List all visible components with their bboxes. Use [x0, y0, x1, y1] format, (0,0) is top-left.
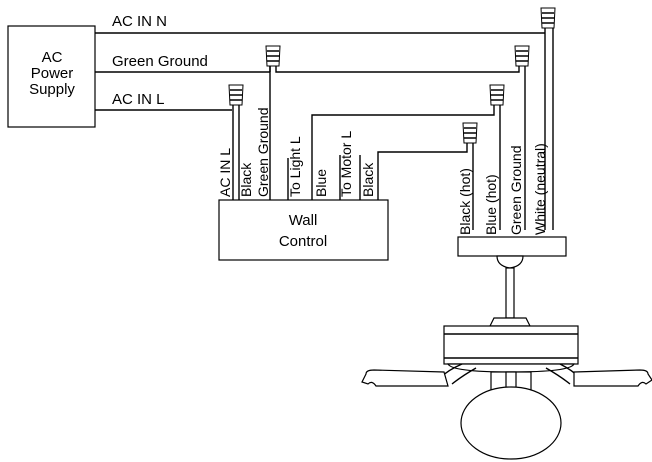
ground-bridge-wire: [269, 66, 520, 73]
ceiling-fan: [361, 236, 652, 460]
fan-canopy-dome: [496, 255, 524, 269]
ac-in-l-mains-label: AC IN L: [112, 91, 165, 108]
wire-nut-light: [489, 84, 505, 106]
light-wire: [311, 105, 501, 230]
wall-wire-label-black-2: Black: [360, 162, 376, 197]
wall-control-label-2: Control: [279, 233, 327, 250]
wire-nut-ground-right: [514, 45, 530, 67]
wall-wire-label-green-ground: Green Ground: [255, 108, 271, 198]
left-blade: [361, 369, 449, 387]
wire-nut-neutral: [540, 7, 556, 29]
right-blade: [573, 369, 652, 387]
fan-canopy: [457, 236, 567, 257]
power-supply-label-3: Supply: [29, 81, 75, 98]
fan-downrod: [505, 267, 515, 319]
fan-wire-label-white-neutral: White (neutral): [532, 143, 548, 235]
ac-in-n-label: AC IN N: [112, 13, 167, 30]
wire-nut-line: [228, 84, 244, 106]
fan-motor-bottom: [447, 363, 575, 373]
wall-wire-label-ac-in-l: AC IN L: [217, 148, 233, 197]
wall-control-label-1: Wall: [289, 212, 318, 229]
power-supply-label-1: AC: [42, 49, 63, 66]
wall-wire-label-blue: Blue: [313, 169, 329, 197]
wire-nut-ground-left: [265, 45, 281, 67]
fan-wire-label-green-ground: Green Ground: [508, 146, 524, 236]
wall-blue-black-wires: [287, 155, 361, 200]
power-supply-label-2: Power: [31, 65, 74, 82]
fan-wire-label-blue-hot: Blue (hot): [483, 174, 499, 235]
fan-rod-coupler: [489, 317, 531, 327]
wire-nut-motor: [462, 122, 478, 144]
ac-power-supply: AC Power Supply: [7, 25, 96, 128]
wall-wire-label-to-light-l: To Light L: [287, 136, 303, 197]
light-globe: [460, 386, 562, 460]
wall-wire-label-to-motor-l: To Motor L: [338, 131, 354, 197]
fan-wire-label-black-hot: Black (hot): [457, 168, 473, 235]
wall-wire-label-black: Black: [238, 162, 254, 197]
motor-wire: [377, 143, 474, 230]
wall-control: Wall Control: [218, 199, 389, 261]
line-to-wall-control: [232, 105, 240, 200]
green-ground-mains-label: Green Ground: [112, 53, 208, 70]
